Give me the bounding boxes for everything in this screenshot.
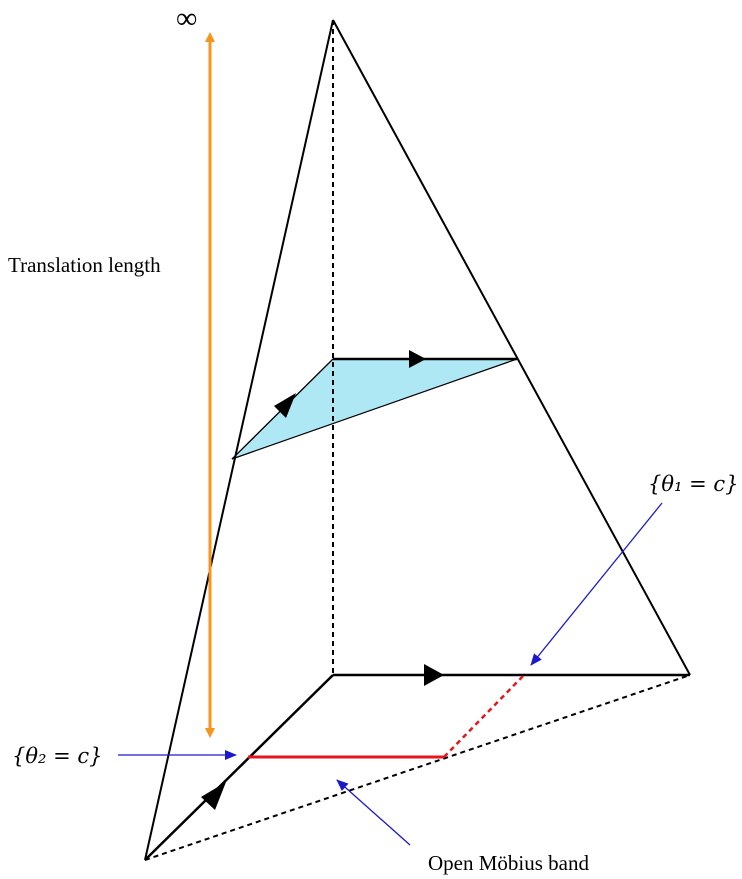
theta1-label: {θ₁ = c} — [648, 472, 739, 496]
infinity-label: ∞ — [176, 2, 197, 35]
mobius-band-label: Open Möbius band — [428, 851, 589, 875]
theta1-pointer-arrow — [530, 502, 663, 666]
arrowhead-base-back — [424, 664, 444, 686]
theta2-label: {θ₂ = c} — [12, 744, 103, 768]
arrowhead-cross-section-top — [409, 350, 426, 368]
band-dashed-segment — [443, 674, 525, 758]
right-edge — [332, 19, 691, 676]
base-front-edge — [144, 674, 334, 861]
hidden-base-edge — [144, 674, 691, 861]
mobius-pointer-arrow — [336, 779, 411, 846]
cross-section-fill — [231, 358, 518, 460]
left-edge — [144, 19, 334, 861]
arrowhead-base-front — [201, 782, 226, 810]
arrowhead-cross-section-left — [274, 393, 296, 418]
translation-length-label: Translation length — [8, 253, 161, 277]
